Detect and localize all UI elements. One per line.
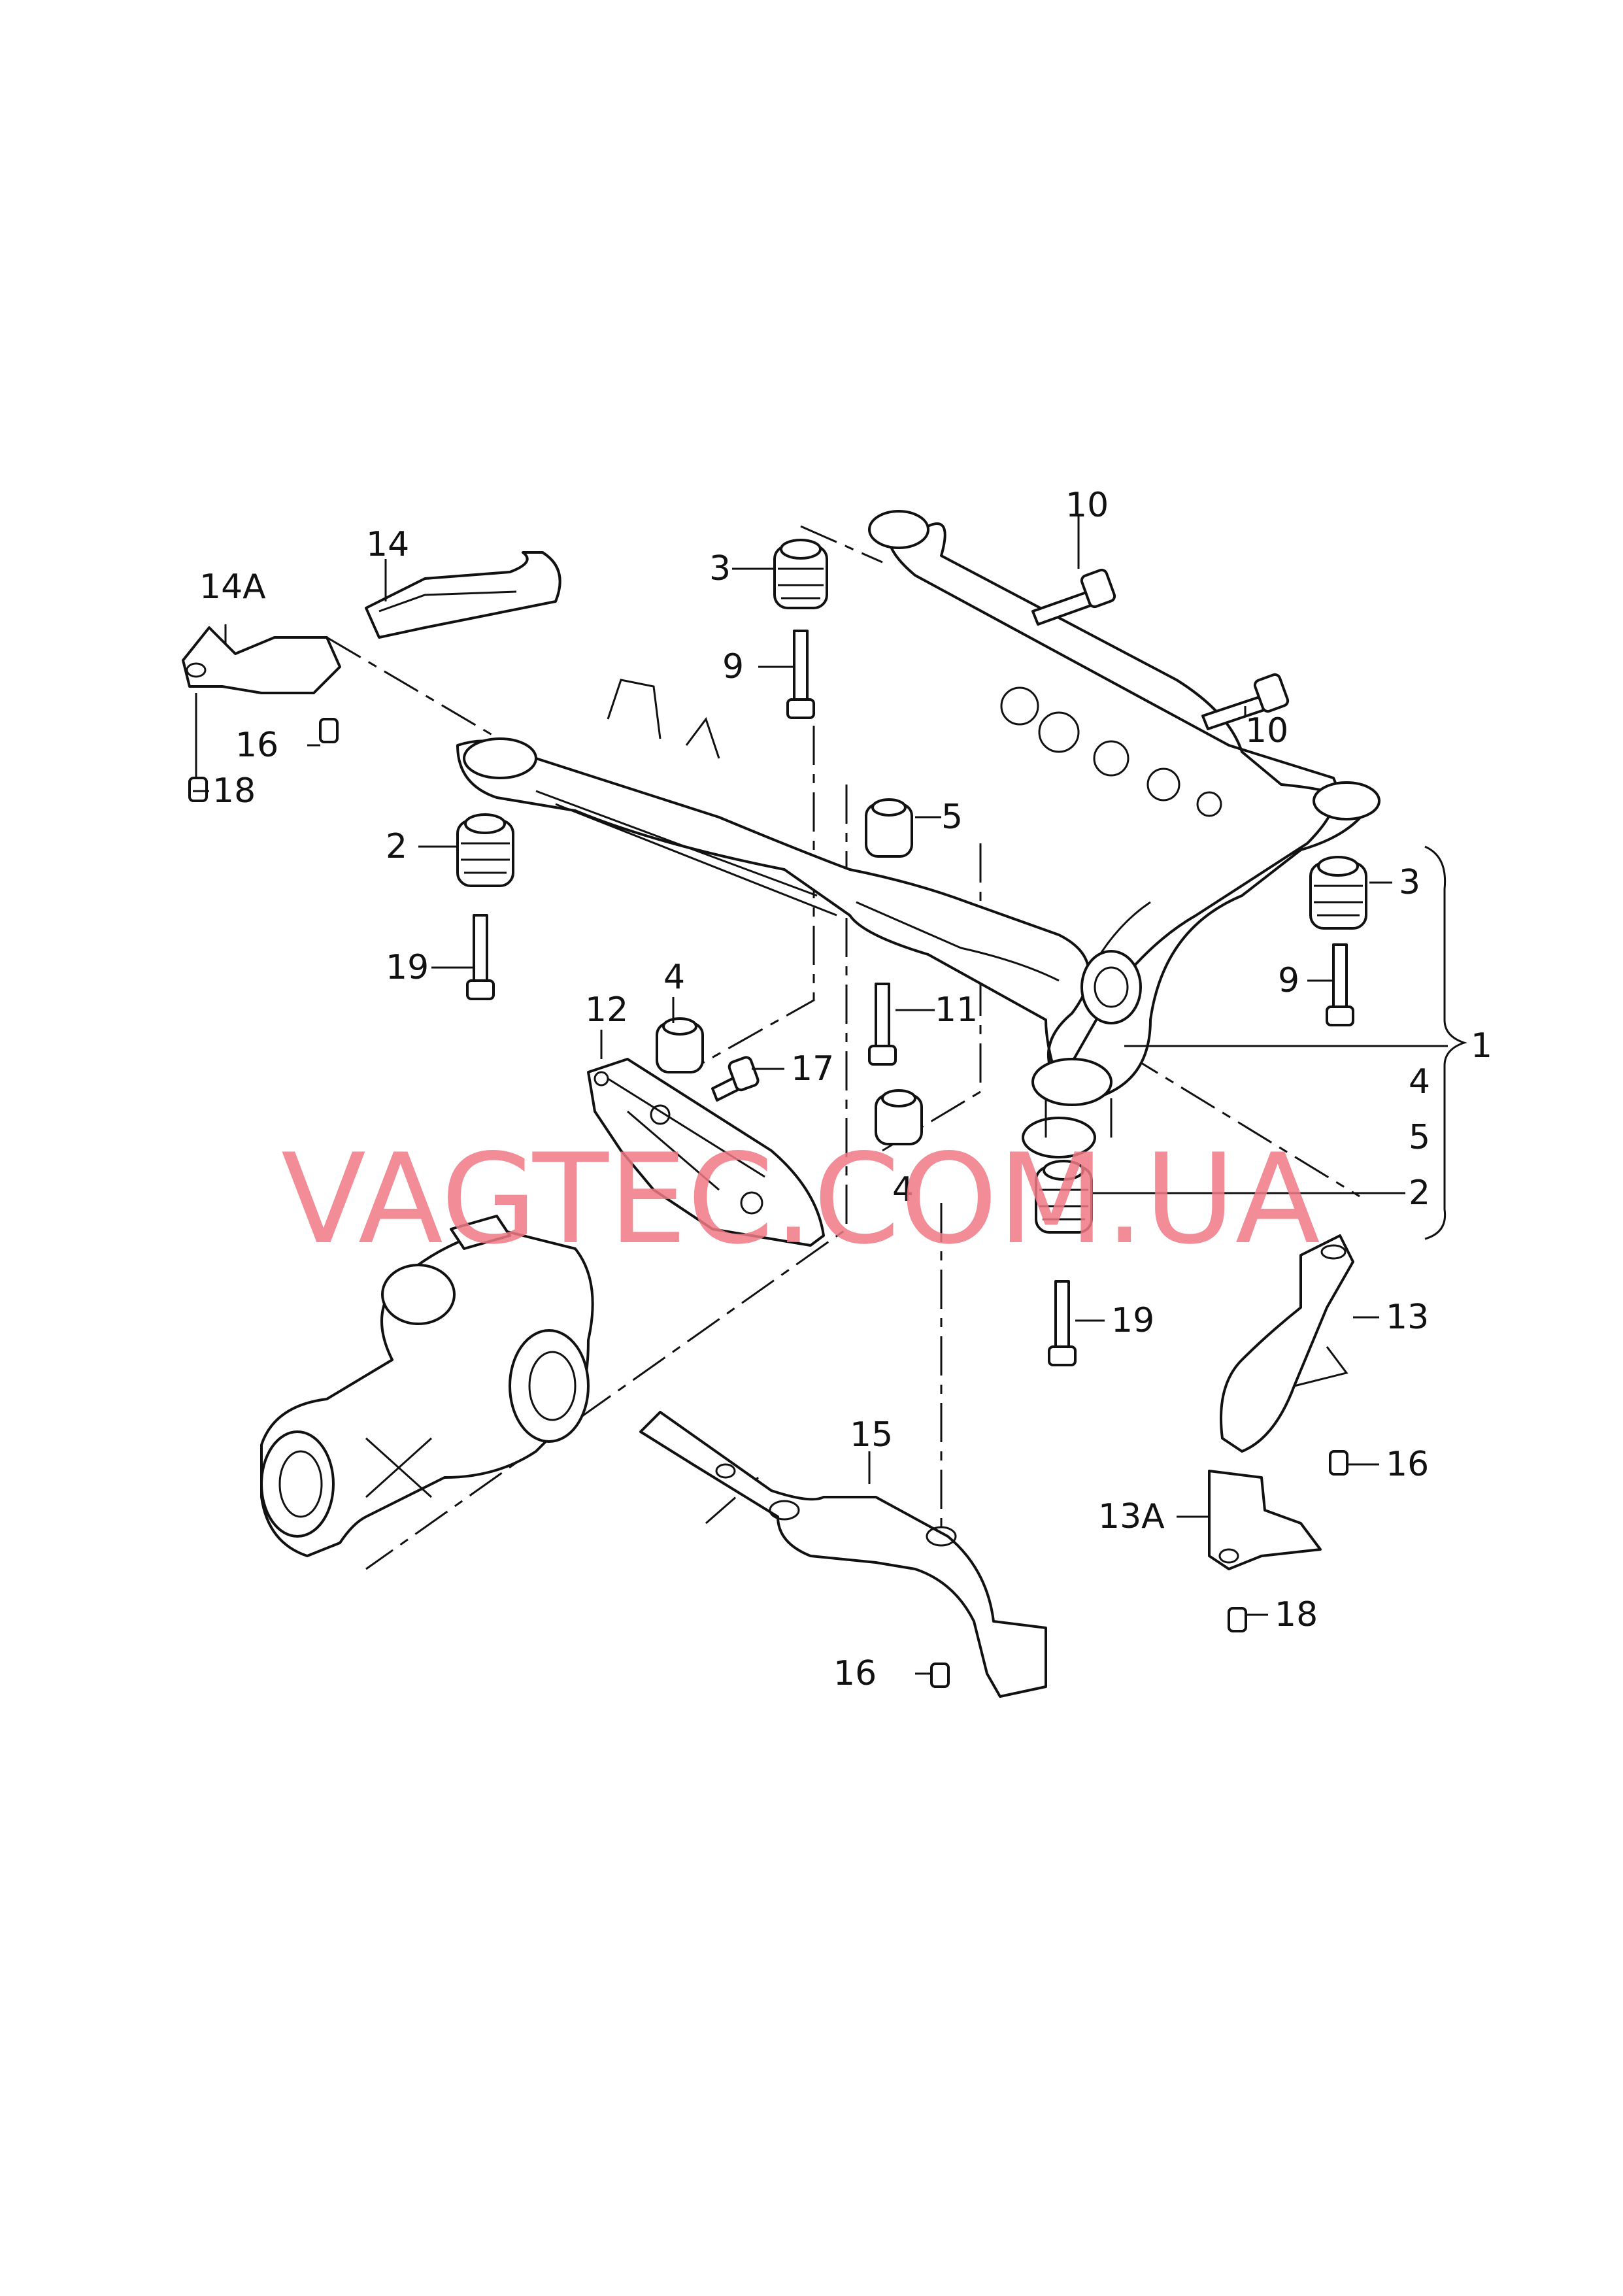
callout-4-top: 4 xyxy=(663,958,685,997)
bracket-13a xyxy=(1208,1470,1322,1570)
callout-16-right: 16 xyxy=(1386,1445,1429,1484)
group-brace xyxy=(1424,845,1467,1240)
callout-16-left: 16 xyxy=(235,726,278,765)
callout-1: 1 xyxy=(1471,1026,1492,1066)
callout-17: 17 xyxy=(791,1049,834,1089)
bushing-3-right xyxy=(1309,856,1367,930)
callout-16-bottom: 16 xyxy=(833,1654,877,1693)
bracket-14a xyxy=(182,626,341,694)
watermark-text: VAGTEC.COM.UA xyxy=(281,1127,1320,1272)
callout-11: 11 xyxy=(935,990,978,1030)
callout-15: 15 xyxy=(850,1415,893,1455)
callout-18-right: 18 xyxy=(1275,1595,1318,1634)
callout-9-right: 9 xyxy=(1278,961,1299,1000)
callout-5-group: 5 xyxy=(1409,1118,1430,1157)
callout-3-left: 3 xyxy=(709,549,731,588)
callout-9-left: 9 xyxy=(722,647,744,686)
bushing-2-left xyxy=(456,813,514,887)
callout-19-right: 19 xyxy=(1111,1301,1154,1340)
callout-2-left: 2 xyxy=(386,827,407,866)
callout-13: 13 xyxy=(1386,1298,1429,1337)
bracket-14 xyxy=(365,551,561,639)
callout-5: 5 xyxy=(941,798,963,837)
leader-lines xyxy=(193,516,1405,1675)
callout-2-group: 2 xyxy=(1409,1173,1430,1213)
bushing-5 xyxy=(865,798,913,858)
rear-subframe xyxy=(456,510,1380,1158)
callout-12: 12 xyxy=(585,990,628,1030)
callout-13a: 13A xyxy=(1098,1497,1165,1536)
callout-4-mid: 4 xyxy=(892,1170,914,1209)
callout-3-right: 3 xyxy=(1399,863,1420,902)
callout-18-left: 18 xyxy=(212,771,256,811)
callout-19-left: 19 xyxy=(386,948,429,987)
callout-10-top: 10 xyxy=(1065,486,1109,525)
callout-4-group: 4 xyxy=(1409,1062,1430,1102)
bracket-12 xyxy=(587,1058,825,1247)
callout-10-right: 10 xyxy=(1245,711,1288,751)
rear-differential xyxy=(260,1215,594,1557)
bushing-2-right xyxy=(1035,1160,1093,1234)
bracket-13 xyxy=(1220,1234,1354,1453)
bushing-3-left xyxy=(773,539,828,609)
bushing-4-top xyxy=(656,1017,704,1073)
bracket-15 xyxy=(639,1411,1047,1698)
callouts: 10 14 14A 3 9 16 18 10 5 2 19 3 9 4 12 1… xyxy=(199,486,1492,1693)
callout-14: 14 xyxy=(366,525,409,564)
bolts xyxy=(188,568,1354,1688)
callout-14a: 14A xyxy=(199,567,266,607)
bushing-4-mid xyxy=(875,1089,923,1145)
